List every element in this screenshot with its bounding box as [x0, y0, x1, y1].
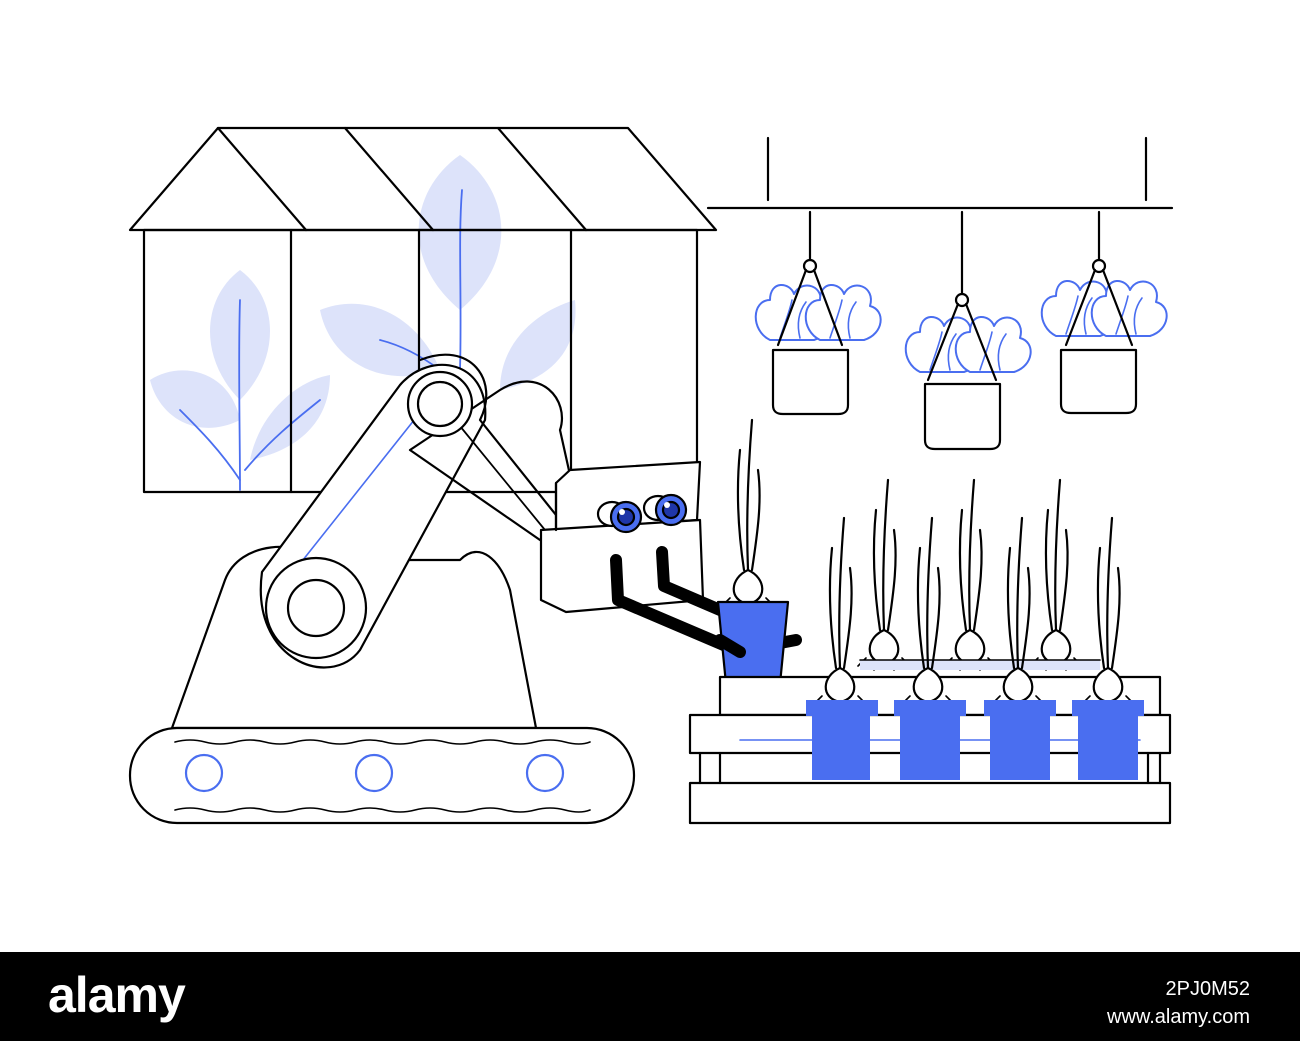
hanging-rail — [706, 136, 1174, 210]
held-seedling — [714, 418, 790, 686]
site-url: www.alamy.com — [1107, 1006, 1250, 1028]
alamy-logo: alamy — [48, 967, 186, 1023]
robot-tracks — [128, 726, 636, 825]
hanging-pot-2 — [904, 210, 1032, 451]
back-row-seedlings — [856, 478, 1101, 672]
watermark-footer: alamy 2PJ0M52 www.alamy.com — [0, 952, 1300, 1041]
crate-pots — [806, 516, 1144, 780]
greenhouse-robot-illustration — [128, 126, 1174, 825]
robot-arm — [259, 353, 582, 669]
hanging-pot-1 — [754, 210, 882, 416]
greenhouse — [128, 126, 718, 494]
hanging-pot-3 — [1040, 210, 1168, 415]
image-id: 2PJ0M52 — [1165, 978, 1251, 1000]
